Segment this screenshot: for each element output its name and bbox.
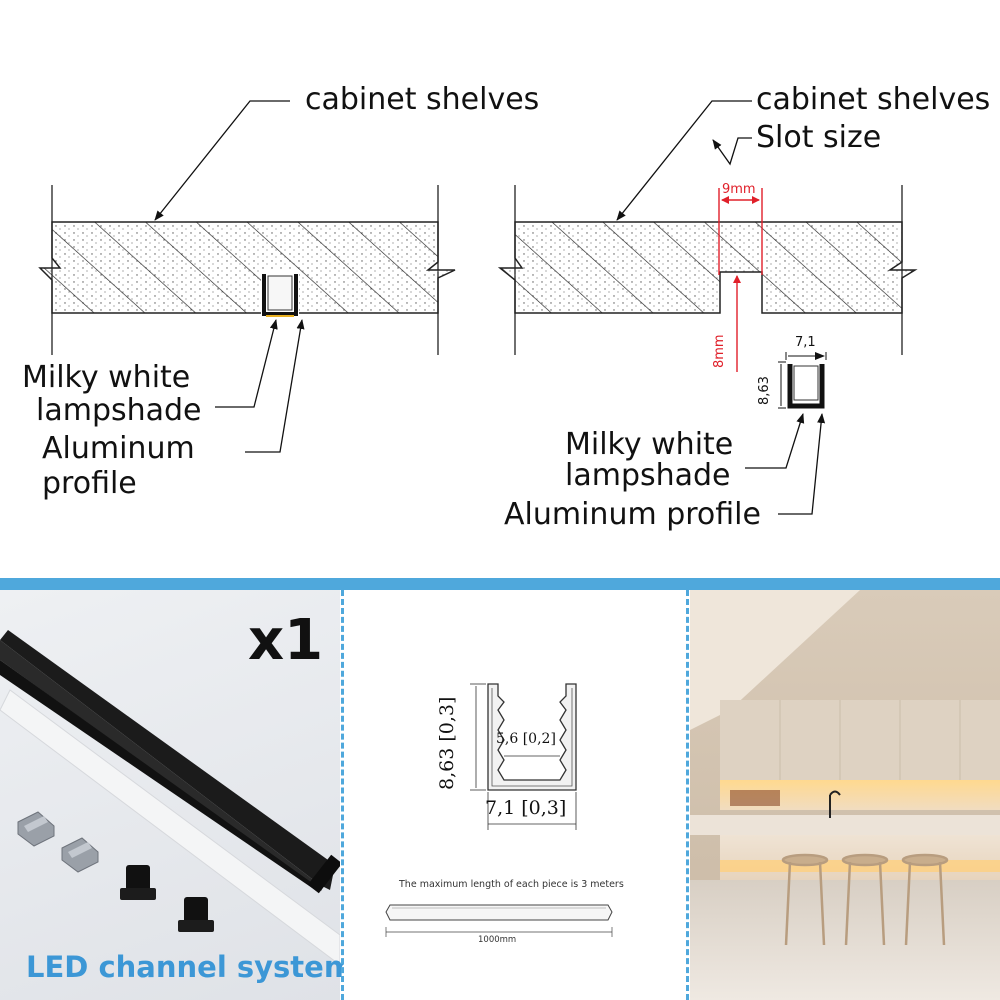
spec-width-dim: 7,1 [0,3] [485, 797, 567, 819]
left-shelf-label: cabinet shelves [305, 82, 540, 117]
left-lampshade-label-2: lampshade [36, 393, 202, 428]
right-shelf-label: cabinet shelves [756, 82, 991, 117]
product-photo-panel [0, 590, 340, 1000]
end-cap [178, 897, 214, 932]
panel-separator [341, 590, 344, 1000]
installation-diagram [38, 100, 918, 515]
panel-separator [686, 590, 689, 1000]
mounting-clip [17, 811, 55, 847]
right-lampshade-label-1: Milky white [565, 427, 734, 462]
right-shelf [497, 185, 918, 355]
profile-width-value: 7,1 [795, 335, 816, 350]
right-lampshade-leader [745, 413, 805, 469]
product-illustration [0, 630, 340, 966]
right-profile-leader [778, 413, 826, 515]
kitchen-photo-panel [690, 590, 1000, 1000]
left-profile-label-2: profile [42, 466, 137, 501]
slot-width-value: 9mm [722, 182, 756, 197]
mounting-clip [61, 837, 99, 873]
slot-size-label: Slot size [756, 120, 882, 155]
spec-drawing-panel: 8,63 [0,3] 5,6 [0,2] 7,1 [0,3] The maxim… [344, 590, 684, 1000]
slot-depth-value: 8mm [712, 334, 727, 368]
section-divider [0, 578, 1000, 590]
right-lampshade-label-2: lampshade [565, 458, 731, 493]
left-lampshade-leader [215, 319, 278, 408]
slot-leader [712, 137, 752, 166]
product-title: LED channel system [26, 950, 355, 984]
left-shelf-leader [154, 100, 290, 221]
left-profile-leader [245, 319, 305, 453]
right-profile-label: Aluminum profile [504, 497, 761, 532]
profile-cross-section [778, 352, 827, 409]
profile-height-value: 8,63 [757, 376, 772, 405]
channel-length-piece [385, 904, 613, 921]
profile-spec-drawing [385, 683, 613, 937]
quantity-label: x1 [248, 608, 324, 673]
left-profile-label-1: Aluminum [42, 431, 195, 466]
max-length-note: The maximum length of each piece is 3 me… [399, 879, 624, 890]
spec-height-dim: 8,63 [0,3] [436, 696, 458, 790]
left-lampshade-label-1: Milky white [22, 360, 191, 395]
right-shelf-leader [616, 100, 752, 221]
kitchen-scene [690, 590, 1000, 1000]
length-dimension: 1000mm [478, 935, 517, 945]
spec-inner-width-dim: 5,6 [0,2] [496, 731, 556, 747]
slot-dimensions [718, 188, 763, 372]
left-shelf [38, 185, 456, 355]
end-cap [120, 865, 156, 900]
